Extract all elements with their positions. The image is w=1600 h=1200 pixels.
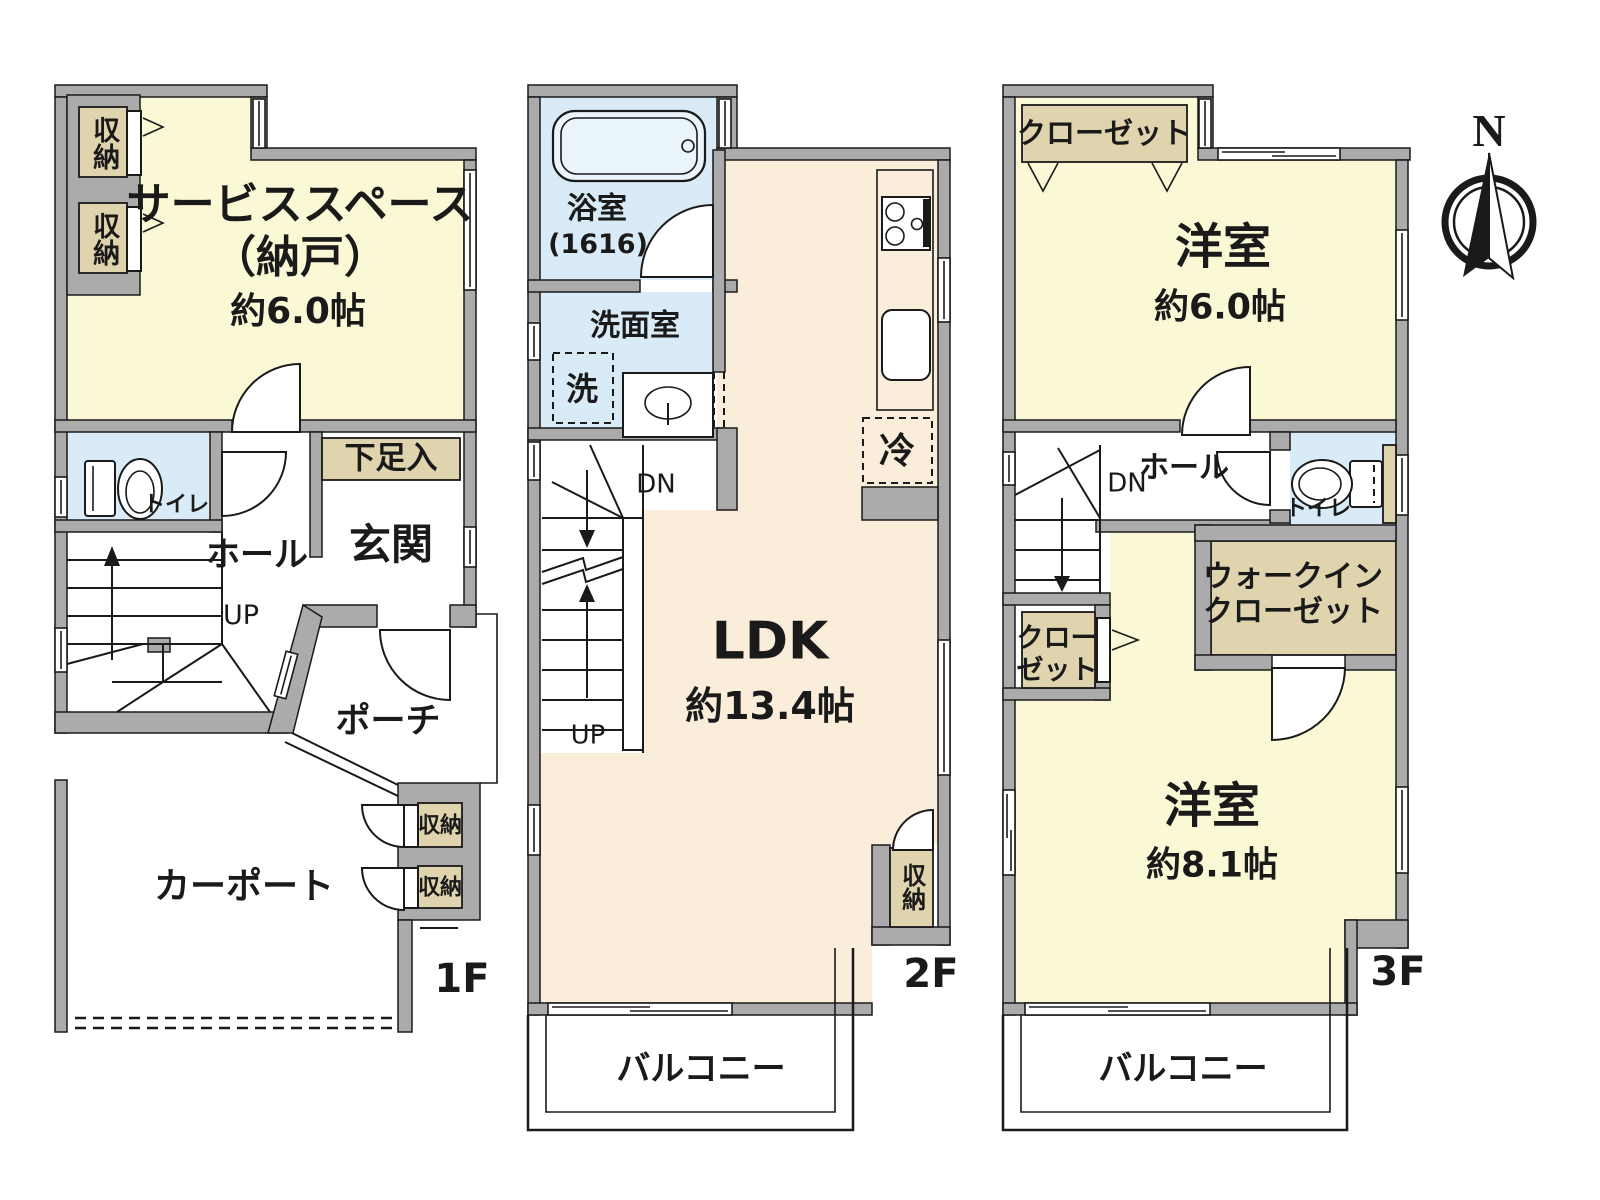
storage-carport-2 bbox=[360, 865, 463, 912]
door-western-6 bbox=[1180, 365, 1251, 436]
balcony-3f-outline bbox=[1001, 948, 1349, 1132]
label-3f-wic-line1: ウォークイン bbox=[1203, 559, 1383, 595]
label-2f-washroom: 洗面室 bbox=[590, 308, 680, 344]
label-2f-bathroom-size: (1616) bbox=[548, 228, 648, 260]
floor-1f-plan bbox=[54, 84, 498, 1033]
label-3f-balcony: バルコニー bbox=[1098, 1049, 1268, 1090]
label-2f-balcony: バルコニー bbox=[616, 1049, 786, 1090]
shoe-cabinet-box bbox=[321, 437, 461, 481]
label-2f-stairs-dn: DN bbox=[636, 469, 676, 500]
label-3f-western-6: 洋室 bbox=[1174, 218, 1272, 275]
room-walk-in-closet bbox=[1210, 540, 1397, 656]
label-1f-service-space-sub: （納戸） bbox=[212, 231, 388, 283]
label-3f-western-8: 洋室 bbox=[1163, 777, 1261, 834]
windows-2f bbox=[527, 98, 951, 1016]
label-1f-entrance: 玄関 bbox=[348, 519, 434, 569]
toilet-fixture-3f bbox=[1291, 444, 1397, 524]
label-floor-3f: 3F bbox=[1370, 949, 1426, 995]
door-entrance bbox=[378, 629, 451, 702]
closet-small-3f bbox=[1021, 611, 1141, 689]
storage-2f-box bbox=[889, 847, 934, 928]
label-3f-western-6-size: 約6.0帖 bbox=[1153, 287, 1287, 328]
washer-space bbox=[552, 352, 614, 424]
floor-3f-plan bbox=[1002, 84, 1411, 1016]
label-1f-service-space-size: 約6.0帖 bbox=[230, 291, 366, 333]
label-2f-storage: 収納 bbox=[897, 863, 926, 911]
label-1f-storage-2: 収納 bbox=[88, 212, 120, 266]
stairs-1f bbox=[66, 532, 271, 713]
label-3f-western-8-size: 約8.1帖 bbox=[1145, 845, 1279, 886]
label-1f-storage-mid: 収納 bbox=[417, 813, 463, 839]
label-1f-hall: ホール bbox=[206, 535, 308, 576]
label-compass-north: N bbox=[1472, 104, 1506, 156]
toilet-fixture-1f bbox=[84, 458, 163, 520]
label-2f-ldk: LDK bbox=[711, 611, 829, 672]
kitchen-counter bbox=[876, 169, 934, 411]
label-1f-toilet: トイレ bbox=[142, 492, 210, 518]
label-1f-shoe-cabinet: 下足入 bbox=[344, 440, 438, 477]
door-toilet-1f bbox=[221, 451, 288, 518]
label-2f-stairs-up: UP bbox=[570, 720, 606, 751]
windows-3f bbox=[1002, 98, 1409, 1016]
label-2f-washer: 洗 bbox=[565, 370, 599, 409]
floor-2f-plan bbox=[527, 84, 951, 1016]
label-1f-storage-1: 収納 bbox=[88, 116, 120, 170]
label-floor-2f: 2F bbox=[903, 951, 959, 997]
label-1f-porch: ポーチ bbox=[335, 701, 441, 742]
door-storage-2f bbox=[891, 808, 934, 851]
label-3f-closet-small-line2: ゼット bbox=[1016, 654, 1098, 686]
label-2f-bathroom: 浴室 bbox=[567, 191, 627, 227]
stairs-3f bbox=[1014, 445, 1101, 593]
stairs-2f bbox=[541, 444, 644, 753]
carport-boundary-dashed bbox=[75, 1016, 398, 1030]
bathtub bbox=[551, 109, 707, 183]
label-2f-refrigerator: 冷 bbox=[878, 431, 916, 473]
label-3f-stairs-dn: DN bbox=[1107, 468, 1147, 499]
storage-closet-top-2 bbox=[78, 202, 165, 274]
label-3f-wic-line2: クローゼット bbox=[1203, 594, 1383, 630]
room-western-6 bbox=[1015, 97, 1396, 420]
label-3f-closet-top: クローゼット bbox=[1016, 115, 1192, 150]
label-floor-1f: 1F bbox=[434, 956, 490, 1002]
label-1f-stairs-up: UP bbox=[222, 599, 260, 631]
door-service-space bbox=[230, 362, 301, 433]
refrigerator-space bbox=[862, 417, 933, 484]
windows-1f bbox=[54, 98, 477, 700]
label-3f-hall: ホール bbox=[1139, 450, 1229, 486]
label-1f-storage-bottom: 収納 bbox=[417, 875, 463, 901]
label-2f-ldk-size: 約13.4帖 bbox=[685, 684, 855, 729]
label-3f-closet-small-line1: クロー bbox=[1016, 622, 1098, 654]
room-ldk bbox=[540, 160, 938, 1003]
label-1f-service-space: サービススペース bbox=[126, 178, 474, 230]
door-walk-in-closet bbox=[1271, 667, 1347, 742]
room-service-space bbox=[67, 97, 464, 420]
door-toilet-3f bbox=[1215, 451, 1271, 507]
compass-north-icon bbox=[1441, 152, 1537, 281]
door-bathroom bbox=[639, 203, 714, 278]
porch-step-lines bbox=[284, 613, 498, 929]
washbasin bbox=[622, 372, 714, 438]
storage-carport-1 bbox=[360, 802, 463, 849]
storage-closet-top-1 bbox=[78, 106, 165, 178]
label-3f-toilet: トイレ bbox=[1284, 496, 1352, 522]
closet-top-3f bbox=[1021, 104, 1188, 193]
label-1f-carport: カーポート bbox=[153, 866, 335, 908]
balcony-2f-outline bbox=[526, 948, 855, 1132]
